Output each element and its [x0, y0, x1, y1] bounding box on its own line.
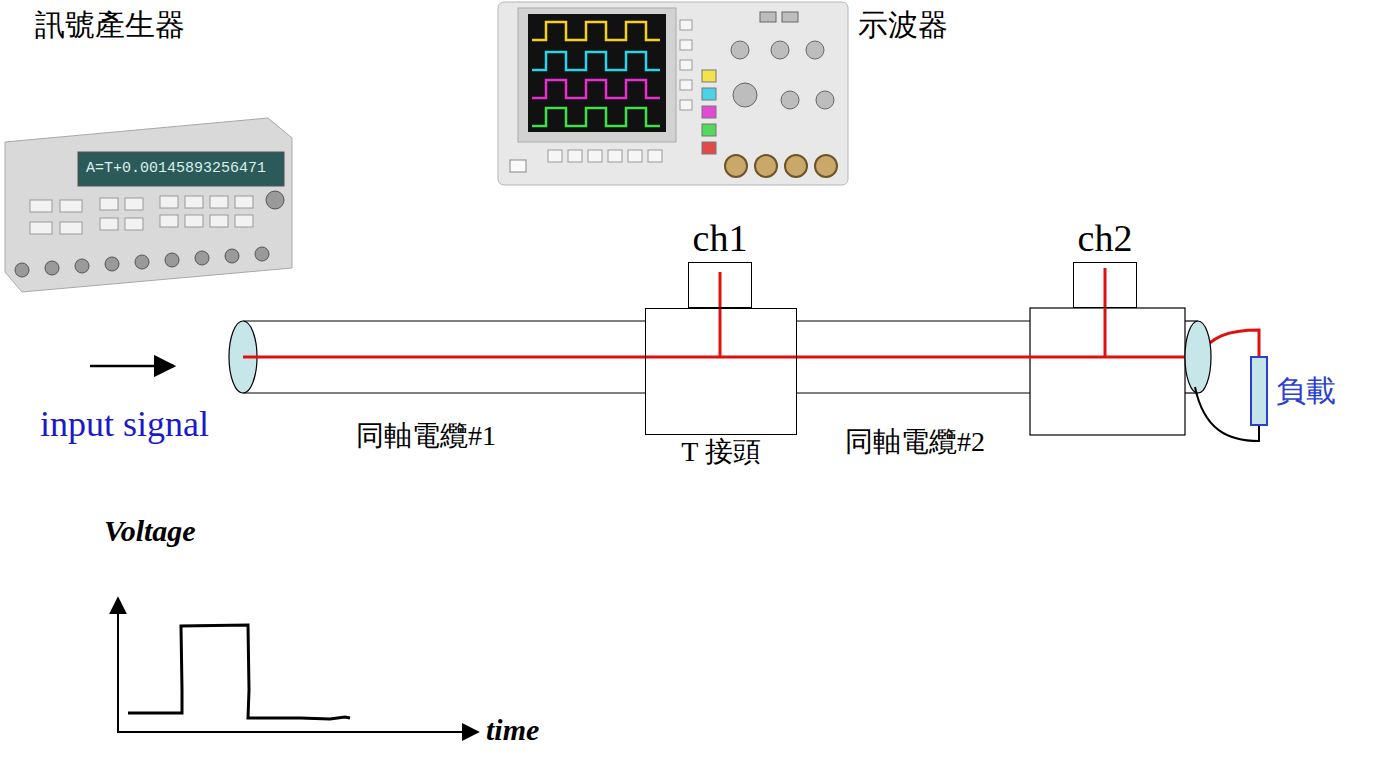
input-arrow: [90, 365, 174, 368]
display-readout: A=T+0.00145893256471: [86, 160, 266, 177]
node-label: ch2: [1078, 217, 1133, 261]
cable-name: 同軸電纜#1: [356, 420, 496, 452]
node-label: ch1: [693, 217, 748, 261]
load-resistor: 負載: [1250, 356, 1268, 426]
oscilloscope: [498, 2, 848, 185]
instrument-name: 訊號產生器: [35, 8, 185, 43]
signal-generator: [5, 118, 292, 292]
channel-box: ch1: [688, 262, 752, 308]
cable-name: 同軸電纜#2: [845, 426, 985, 458]
axis-label: Voltage: [104, 514, 196, 549]
cable-end: [1185, 321, 1211, 393]
node-label: T 接頭: [681, 436, 761, 468]
t-connector: [1030, 308, 1185, 435]
channel-box: ch2: [1073, 262, 1137, 308]
node-label: 負載: [1276, 374, 1336, 409]
instrument-name: 示波器: [858, 8, 948, 43]
pulse-graph: [117, 598, 478, 732]
centre-conductor: [243, 268, 1259, 357]
signal-name: input signal: [40, 404, 209, 445]
axis-label: time: [486, 713, 539, 748]
t-connector: T 接頭: [645, 308, 797, 435]
